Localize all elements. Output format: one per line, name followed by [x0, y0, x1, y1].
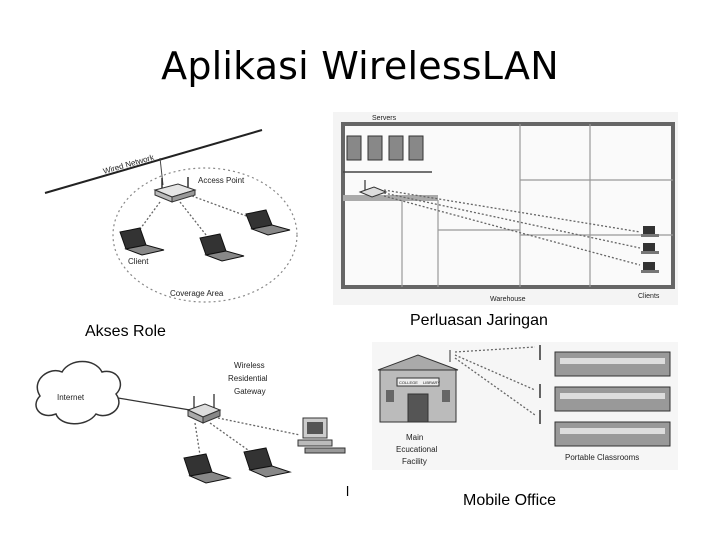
laptop-icon — [641, 226, 659, 237]
laptop-icon — [641, 262, 659, 273]
main-facility-line2: Ecucational — [396, 445, 438, 454]
caption-akses-role: Akses Role — [85, 323, 166, 340]
caption-mobile-office: Mobile Office — [463, 492, 557, 509]
gateway-label-line1: Wireless — [234, 361, 265, 370]
campus-diagram: COLLEGE LIBRARY Main Ecucational Facilit… — [372, 342, 678, 470]
laptop-icon — [245, 209, 291, 236]
caption-perluasan-jaringan: Perluasan Jaringan — [410, 312, 548, 329]
main-facility-line1: Main — [406, 433, 423, 442]
gateway-label-line3: Gateway — [234, 387, 266, 396]
gateway-label-line2: Residential — [228, 374, 268, 383]
warehouse-label: Warehouse — [490, 296, 526, 303]
internet-cloud-icon — [35, 360, 122, 425]
access-point-icon — [358, 180, 388, 198]
stray-mark: l — [346, 483, 350, 499]
internet-label: Internet — [57, 393, 85, 402]
access-point-diagram: Wired Network Access Point Client Co — [44, 125, 330, 305]
portable-classroom-icon — [539, 410, 671, 447]
servers-label: Servers — [372, 115, 397, 122]
server-rack-icon — [343, 135, 432, 173]
main-facility-line3: Facility — [402, 457, 427, 466]
client-label: Client — [128, 257, 149, 266]
access-point-icon — [153, 177, 197, 203]
gateway-router-icon — [186, 394, 222, 424]
clients-label: Clients — [638, 293, 660, 300]
coverage-area-ellipse — [112, 167, 298, 303]
desktop-computer-icon — [297, 417, 346, 454]
residential-gateway-diagram: Internet Wireless Residential Gateway — [25, 345, 348, 505]
laptop-icon — [199, 233, 245, 262]
coverage-area-label: Coverage Area — [170, 289, 224, 298]
slide-title: Aplikasi WirelessLAN — [161, 44, 559, 88]
library-building-icon: COLLEGE LIBRARY — [377, 350, 459, 423]
laptop-icon — [243, 447, 292, 478]
portable-classroom-icon — [539, 384, 671, 412]
access-point-label: Access Point — [198, 176, 245, 185]
wired-network-line — [44, 129, 263, 194]
laptop-icon — [119, 227, 165, 256]
portable-classrooms-label: Portable Classrooms — [565, 453, 639, 462]
library-sign-line1: COLLEGE — [399, 380, 418, 385]
laptop-icon — [641, 243, 659, 254]
laptop-icon — [183, 453, 232, 484]
warehouse-diagram: Servers Warehouse Clients — [333, 112, 678, 305]
portable-classroom-icon — [539, 345, 671, 377]
library-sign-line2: LIBRARY — [423, 380, 440, 385]
